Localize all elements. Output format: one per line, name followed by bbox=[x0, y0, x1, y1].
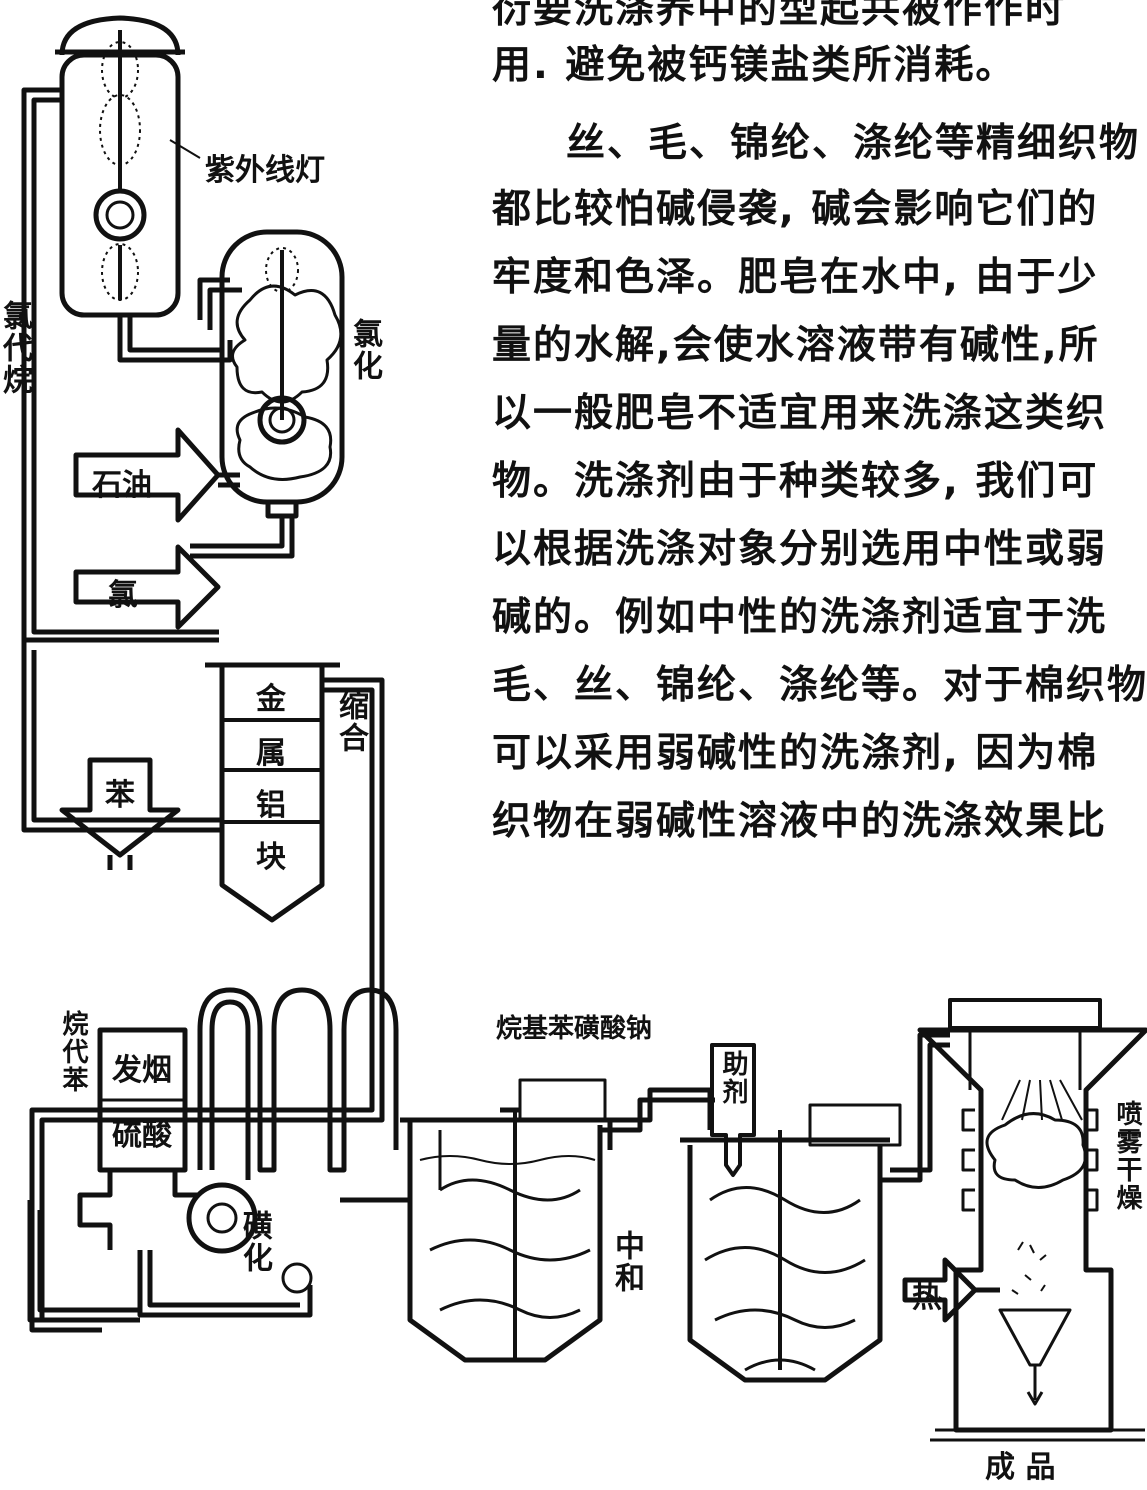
text-line: 毛、丝、锦纶、涤纶等。对于棉织物 bbox=[492, 663, 1147, 708]
text-line: 以一般肥皂不适宜用来洗涤这类织 bbox=[492, 391, 1108, 436]
metal-block-label-3: 铝 bbox=[256, 788, 286, 823]
text-line: 物。洗涤剂由于种类较多, 我们可 bbox=[492, 459, 1099, 504]
uv-lamp-label: 紫外线灯 bbox=[205, 153, 325, 188]
inlet-arrows bbox=[73, 427, 240, 630]
spray-drying-tower bbox=[917, 998, 1147, 1442]
text-line: 衍要洗涤养中的型起共被作作时 bbox=[492, 0, 1067, 32]
product-name-label: 烷基苯磺酸钠 bbox=[496, 1014, 653, 1044]
text-line: 用. 避免被钙镁盐类所消耗。 bbox=[492, 43, 1017, 88]
pipes-top bbox=[21, 87, 295, 643]
finished-product-label: 成 品 bbox=[985, 1450, 1056, 1485]
text-line: 碱的。例如中性的洗涤剂适宜于洗 bbox=[492, 595, 1108, 640]
additive-label: 助剂 bbox=[718, 1050, 748, 1106]
chloroalkane-label: 氯代烷 bbox=[0, 300, 32, 396]
text-line: 丝、毛、锦纶、涤纶等精细织物 bbox=[566, 121, 1141, 166]
benzene-label: 苯 bbox=[105, 778, 135, 813]
neutralization-tank bbox=[400, 1078, 610, 1363]
text-line: 织物在弱碱性溶液中的洗涤效果比 bbox=[492, 799, 1108, 844]
benzene-arrow bbox=[21, 640, 224, 870]
text-line: 量的水解,会使水溶液带有碱性,所 bbox=[492, 323, 1100, 368]
chlorine-label: 氯 bbox=[108, 578, 138, 613]
spray-drying-label: 喷雾干燥 bbox=[1112, 1100, 1142, 1212]
mixing-tank bbox=[680, 1032, 950, 1383]
text-line: 以根据洗涤对象分别选用中性或弱 bbox=[492, 527, 1108, 572]
chlorination-reactor bbox=[219, 229, 345, 519]
metal-block-label-1: 金 bbox=[256, 682, 286, 717]
metal-block-label-2: 属 bbox=[256, 736, 286, 771]
text-line: 都比较怕碱侵袭, 碱会影响它们的 bbox=[492, 187, 1099, 232]
oleum-label-1: 发烟 bbox=[112, 1053, 172, 1088]
oleum-label-2: 硫酸 bbox=[112, 1118, 172, 1153]
chlorination-label: 氯化 bbox=[347, 318, 382, 382]
alkylbenzene-label: 烷代苯 bbox=[58, 1010, 88, 1094]
petroleum-label: 石油 bbox=[92, 468, 152, 503]
text-line: 牢度和色泽。肥皂在水中, 由于少 bbox=[492, 255, 1099, 300]
text-line: 可以采用弱碱性的洗涤剂, 因为棉 bbox=[492, 731, 1099, 776]
sulfonation-label: 磺化 bbox=[237, 1210, 272, 1274]
neutralization-label: 中和 bbox=[609, 1230, 644, 1294]
condensation-label: 缩合 bbox=[333, 690, 368, 754]
heat-arrow bbox=[902, 1257, 1000, 1323]
heat-label: 热 bbox=[912, 1280, 942, 1315]
uv-lamp-reactor bbox=[55, 15, 201, 318]
metal-block-label-4: 块 bbox=[256, 840, 286, 875]
pipes-middle bbox=[597, 1043, 756, 1177]
